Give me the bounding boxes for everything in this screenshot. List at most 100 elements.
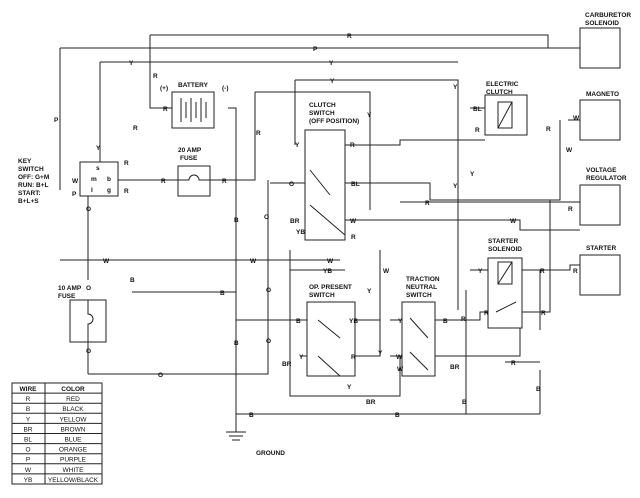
key-switch-label-3: OFF: G+M <box>18 174 49 181</box>
wire-label: Y <box>470 171 475 178</box>
magneto: MAGNETO <box>579 91 621 141</box>
wire-label: W <box>250 258 257 265</box>
wire-label: R <box>573 268 578 275</box>
wire-label: R <box>347 33 352 40</box>
wire-label: YB <box>296 229 305 236</box>
legend-wire-color: PURPLE <box>60 457 87 464</box>
wire-label: O <box>266 287 271 294</box>
wire-label: B <box>462 399 467 406</box>
legend-wire-color: ORANGE <box>59 447 88 454</box>
key-switch-label-2: SWITCH <box>18 166 44 173</box>
voltage-regulator-label-1: VOLTAGE <box>586 167 617 174</box>
fuse-20-label-1: 20 AMP <box>178 147 202 154</box>
wire-label: Y <box>453 84 458 91</box>
starter-solenoid: STARTER SOLENOID <box>487 238 523 329</box>
wire-label: Y <box>129 60 134 67</box>
legend-wire-code: YB <box>24 477 33 484</box>
wire-label: R <box>161 178 166 185</box>
legend-wire-color: YELLOW <box>59 416 87 423</box>
carburetor-solenoid-label-1: CARBURETOR <box>585 12 631 19</box>
wire-label: W <box>396 354 403 361</box>
wire-label: R <box>546 126 551 133</box>
fuse-20-amp: 20 AMP FUSE <box>177 147 211 197</box>
legend-wire-code: BR <box>23 426 32 433</box>
clutch-switch: CLUTCH SWITCH (OFF POSITION) <box>304 102 359 241</box>
wire-label: Y <box>367 288 372 295</box>
wire-label: R <box>351 234 356 241</box>
legend-header-color: COLOR <box>61 386 85 393</box>
wire-label: R <box>541 310 546 317</box>
traction-neutral-label-3: SWITCH <box>406 292 432 299</box>
ground-label: GROUND <box>256 450 285 457</box>
wire-label: R <box>461 316 466 323</box>
wire-label: R <box>133 125 138 132</box>
traction-neutral-label-1: TRACTION <box>406 276 440 283</box>
key-terminal-l: l <box>91 187 93 194</box>
voltage-regulator-label-2: REGULATOR <box>586 175 627 182</box>
wire-label: BR <box>450 364 460 371</box>
wire-label: O <box>86 206 91 213</box>
traction-neutral-label-2: NEUTRAL <box>406 284 437 291</box>
wire-label: YB <box>323 268 332 275</box>
starter-solenoid-label-2: SOLENOID <box>488 246 522 253</box>
wire-label: B <box>536 386 541 393</box>
starter-label: STARTER <box>586 245 617 252</box>
carburetor-solenoid: CARBURETOR SOLENOID <box>579 12 631 69</box>
wire-label: B <box>443 318 448 325</box>
wire-label: B <box>234 217 239 224</box>
key-switch-label-1: KEY <box>18 158 32 165</box>
battery-negative-label: (-) <box>222 85 229 92</box>
wire-label: BL <box>351 181 360 188</box>
legend-wire-code: P <box>26 457 30 464</box>
starter: STARTER <box>579 245 621 296</box>
traction-neutral-switch: TRACTION NEUTRAL SWITCH <box>401 276 440 377</box>
wire-label: B <box>220 290 225 297</box>
legend-wire-code: W <box>25 467 32 474</box>
wire-label: YB <box>349 318 358 325</box>
key-switch-label-5: START: <box>18 190 41 197</box>
wire-label: Y <box>378 350 383 357</box>
key-switch: s m b l g KEY SWITCH OFF: G+M RUN: B+L S… <box>18 158 119 205</box>
wire-labels: R P Y Y R Y R P R R Y Y BL R R W W Y R Y… <box>54 33 580 419</box>
wire-label: Y <box>398 318 403 325</box>
wire-label: R <box>511 360 516 367</box>
wire-label: W <box>103 258 110 265</box>
wire-label: Y <box>329 60 334 67</box>
wire-label: Y <box>478 268 483 275</box>
fuse-20-label-2: FUSE <box>180 155 198 162</box>
fuse-10-label-2: FUSE <box>58 293 76 300</box>
wire-label: Y <box>295 142 300 149</box>
wire-label: P <box>54 117 59 124</box>
wire-label: B <box>296 318 301 325</box>
battery-positive-label: (+) <box>160 85 168 92</box>
wire-label: W <box>397 366 404 373</box>
wire-label: W <box>350 218 357 225</box>
wire-label: O <box>158 372 163 379</box>
battery: BATTERY (+) (-) <box>160 82 229 129</box>
wire-label: R <box>256 130 261 137</box>
wire-label: R <box>425 200 430 207</box>
legend-wire-color: WHITE <box>63 467 85 474</box>
legend-wire-color: BROWN <box>61 426 86 433</box>
wire-label: B <box>249 412 254 419</box>
wire-label: R <box>124 188 129 195</box>
wire-label: Y <box>96 145 101 152</box>
wire-label: Y <box>347 384 352 391</box>
wires <box>59 34 580 441</box>
clutch-switch-label-1: CLUTCH <box>309 102 336 109</box>
wire-label: Y <box>330 78 335 85</box>
wire-label: W <box>573 115 580 122</box>
wire-label: BR <box>290 218 300 225</box>
key-switch-label-6: B+L+S <box>18 198 39 205</box>
wire-label: W <box>383 268 390 275</box>
wire-label: O <box>266 338 271 345</box>
wire-label: R <box>163 106 168 113</box>
wire-label: R <box>351 354 356 361</box>
wire-label: W <box>72 178 79 185</box>
wire-label: P <box>72 191 77 198</box>
wire-label: O <box>289 181 294 188</box>
wire-label: W <box>510 218 517 225</box>
electric-clutch-label-1: ELECTRIC <box>486 81 519 88</box>
wire-label: O <box>86 285 91 292</box>
